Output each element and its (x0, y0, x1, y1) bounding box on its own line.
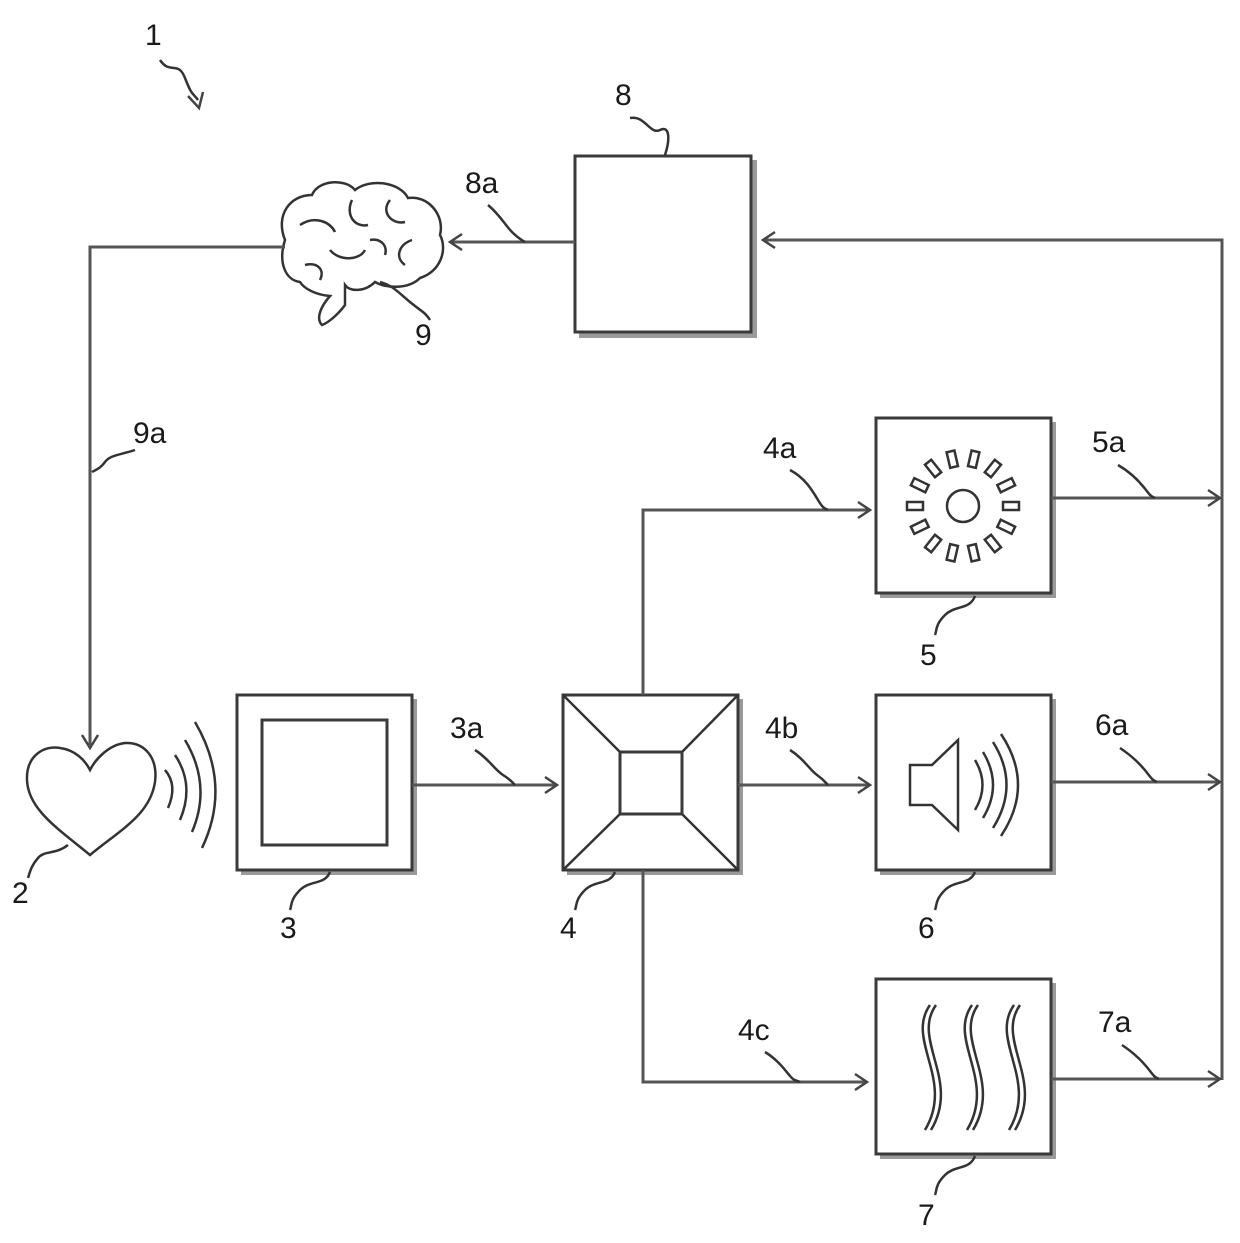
signal-8a-leader (488, 205, 525, 242)
label-light-unit: 5 (920, 639, 937, 672)
heart-leader (28, 845, 68, 878)
sound-unit-box (876, 695, 1056, 875)
signal-4c-leader (765, 1052, 800, 1082)
system-reference: 1 (145, 19, 203, 108)
sound-unit-leader (935, 872, 975, 910)
label-signal-8a: 8a (465, 167, 499, 200)
signal-4a-leader (790, 470, 828, 510)
heat-unit-box (876, 979, 1056, 1159)
sensor-box (237, 695, 417, 875)
label-signal-3a: 3a (450, 712, 484, 745)
label-signal-4a: 4a (763, 432, 797, 465)
system-leader-arrow (160, 60, 198, 100)
label-signal-5a: 5a (1092, 426, 1126, 459)
processor-leader (575, 872, 615, 910)
brain-icon (282, 182, 443, 325)
light-unit-leader (935, 596, 975, 635)
signal-6a-leader (1120, 748, 1157, 782)
label-combiner: 8 (615, 79, 632, 112)
label-signal-7a: 7a (1098, 1006, 1132, 1039)
signal-4a-line (643, 510, 868, 695)
return-bus-line (765, 240, 1222, 1080)
label-signal-9a: 9a (133, 417, 167, 450)
label-sound-unit: 6 (918, 912, 935, 945)
sensor-leader (290, 872, 330, 910)
signal-4c-line (643, 870, 865, 1082)
light-unit-box (876, 418, 1056, 598)
label-signal-6a: 6a (1095, 709, 1129, 742)
signal-5a-leader (1118, 465, 1155, 498)
signal-7a-leader (1122, 1045, 1159, 1079)
heat-unit-leader (935, 1156, 975, 1195)
label-brain: 9 (415, 319, 432, 352)
label-signal-4b: 4b (765, 712, 798, 745)
label-heat-unit: 7 (918, 1199, 935, 1232)
label-heart: 2 (12, 877, 29, 910)
brain-leader (380, 282, 430, 320)
combiner-leader (630, 118, 668, 155)
label-signal-4c: 4c (738, 1014, 770, 1047)
label-system: 1 (145, 19, 162, 52)
label-processor: 4 (560, 912, 577, 945)
processor-box (563, 695, 743, 875)
system-arrowhead (188, 92, 203, 108)
signal-9a-leader (92, 450, 135, 472)
signal-9a-line (90, 247, 285, 745)
signal-4b-leader (790, 750, 828, 785)
heart-signal-waves-icon (165, 722, 215, 848)
heart-icon (27, 743, 155, 855)
combiner-box (575, 156, 757, 338)
signal-3a-leader (475, 750, 515, 785)
label-sensor: 3 (280, 912, 297, 945)
